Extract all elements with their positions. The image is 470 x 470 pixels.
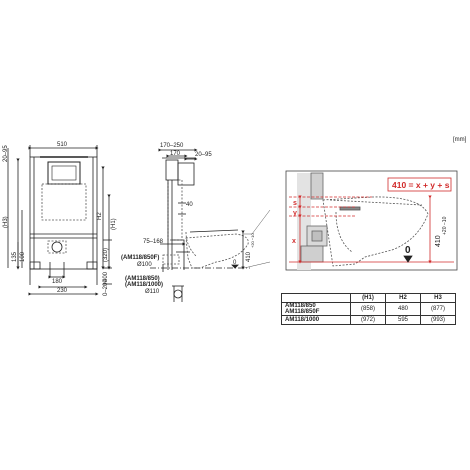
flush-plate: [47, 161, 81, 185]
dim-75-168: 75–168: [143, 239, 164, 245]
label-am118-1000: (AM118/1000): [125, 282, 163, 288]
dim-170-250: 170–250: [160, 143, 184, 149]
dim-410-tol-detail: +20 −10: [442, 216, 448, 235]
dim-170: 170: [170, 151, 181, 157]
dim-20-95-left: 20–95: [3, 145, 9, 162]
dim-230: 230: [57, 288, 68, 294]
dim-0-side: 0: [233, 260, 237, 266]
table-cell-h1: (858): [350, 302, 386, 316]
table-header-row: (H1) H2 H3: [281, 293, 456, 303]
label-s: s: [293, 200, 297, 207]
detail-view: [285, 170, 458, 271]
dim-100: 100: [20, 251, 26, 262]
frame-outline: [29, 156, 98, 270]
label-y: y: [293, 210, 297, 217]
dim-510: 510: [57, 142, 68, 148]
formula-box: [387, 177, 452, 192]
label-am118-850f: (AM118/850F): [121, 255, 159, 261]
front-view: [7, 145, 112, 296]
dim-410-side: 410: [246, 251, 252, 262]
dim-410-tol-side: +20 −10: [250, 233, 255, 248]
dim-h3: (H3): [3, 216, 9, 228]
dim-410-detail: 410: [435, 235, 442, 247]
table-row: AM118/850 AM118/850F (858) 480 (877): [281, 302, 456, 316]
front-view-labels: 510 20–95 (H3) 135 100 H2 (H1) (320) 400…: [3, 142, 117, 296]
dim-0-200: 0–200: [103, 279, 109, 296]
table-cell-h2: 595: [385, 315, 421, 325]
label-d100: Ø100: [137, 262, 152, 268]
dim-20-95-side: 20–95: [195, 152, 212, 158]
table-cell-h1: (972): [350, 315, 386, 325]
table-header-h3: H3: [420, 293, 456, 303]
dim-180: 180: [52, 279, 63, 285]
dim-320: (320): [103, 248, 109, 262]
table-header-h1: (H1): [350, 293, 386, 303]
side-view-labels: 170–250 170 20–95 40 75–168 (AM118/850F)…: [121, 143, 255, 295]
outlet-circle: [51, 241, 63, 253]
table-cell-h3: (993): [420, 315, 456, 325]
detail-view-labels: 410 = x + y + s s y x 0 410 +20 −10: [292, 180, 450, 256]
dim-40: 40: [186, 202, 193, 208]
dim-400: 400: [103, 271, 109, 282]
model-am118-850f: AM118/850F: [285, 309, 320, 315]
label-x: x: [292, 238, 296, 245]
table-header-model: [281, 293, 351, 303]
label-d110: Ø110: [145, 289, 160, 295]
model-am118-850: AM118/850: [285, 303, 316, 309]
dimensions-table: (H1) H2 H3 AM118/850 AM118/850F (858) 48…: [281, 293, 456, 325]
dim-h2: H2: [97, 212, 103, 220]
table-cell-model: AM118/850 AM118/850F: [281, 302, 351, 316]
table-header-h2: H2: [385, 293, 421, 303]
dim-135: 135: [12, 251, 18, 262]
table-row: AM118/1000 (972) 595 (993): [281, 315, 456, 325]
formula-text: 410 = x + y + s: [392, 180, 450, 190]
table-cell-h3: (877): [420, 302, 456, 316]
label-am118-850: (AM118/850): [125, 276, 160, 282]
side-view: [150, 148, 271, 302]
label-0-detail: 0: [405, 245, 411, 256]
table-cell-h2: 480: [385, 302, 421, 316]
dim-h1: (H1): [111, 218, 117, 230]
unit-label: [mm]: [453, 137, 467, 143]
detail-frame: [285, 170, 458, 271]
table-cell-model: AM118/1000: [281, 315, 351, 325]
